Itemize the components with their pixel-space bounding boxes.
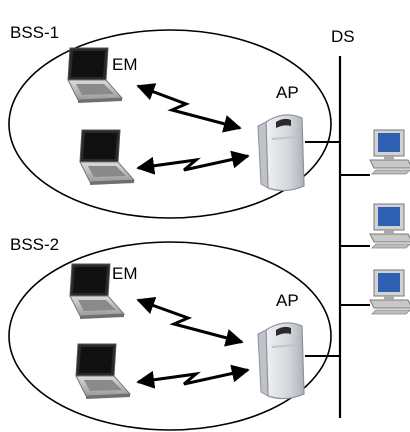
access-point-icon [257, 322, 305, 400]
em-bottom-label: EM [112, 264, 138, 283]
bss2-label: BSS-2 [10, 235, 59, 254]
em-top-label: EM [112, 55, 138, 74]
bss1-label: BSS-1 [10, 23, 59, 42]
wireless-link-icon [136, 364, 250, 389]
ds-label: DS [331, 27, 355, 46]
bss1-boundary [8, 29, 332, 219]
wireless-link-icon [136, 297, 244, 347]
wireless-link-icon [136, 83, 242, 133]
laptop-icon [79, 129, 135, 186]
ap-top-label: AP [276, 83, 299, 102]
ap-bottom-label: AP [276, 291, 299, 310]
desktop-computer-icon [369, 269, 410, 315]
bss2-boundary [8, 241, 332, 431]
desktop-computer-icon [369, 203, 410, 249]
access-point-icon [257, 114, 305, 192]
wireless-link-icon [136, 150, 250, 175]
desktop-computer-icon [369, 129, 410, 175]
laptop-icon [75, 343, 131, 400]
